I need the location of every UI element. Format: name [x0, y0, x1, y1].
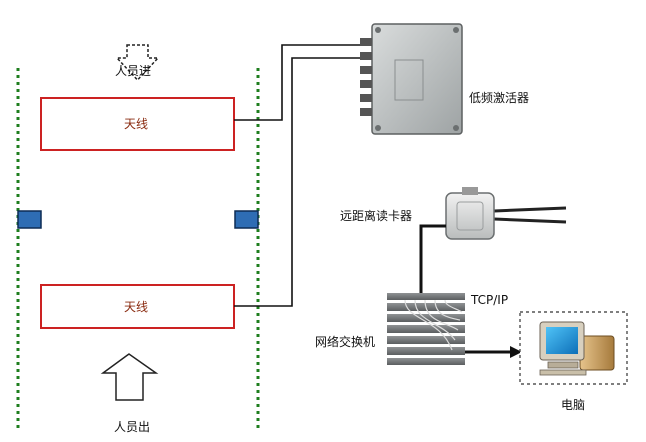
- reader-label: 远距离读卡器: [340, 209, 413, 223]
- antenna-top: [40, 97, 235, 151]
- people-in-label: 人员进: [115, 64, 152, 78]
- switch-device: [387, 293, 465, 365]
- cable-reader-switch: [419, 224, 446, 293]
- antenna-bottom: [40, 284, 235, 329]
- people-out-label: 人员出: [114, 420, 151, 434]
- activator-device: [360, 23, 463, 135]
- antenna-top-label: 天线: [124, 117, 149, 131]
- antenna-bottom-label: 天线: [124, 300, 149, 314]
- computer-label: 电脑: [561, 398, 586, 412]
- cable-top-antenna: [234, 44, 370, 121]
- people-in-arrow-icon: [115, 44, 160, 82]
- cable-bottom-antenna: [234, 57, 370, 307]
- people-out-arrow-icon: [100, 353, 159, 401]
- arrow-to-computer-icon: [510, 346, 522, 358]
- switch-label: 网络交换机: [315, 335, 376, 349]
- activator-label: 低频激活器: [469, 91, 530, 105]
- computer-icon: [539, 321, 615, 376]
- sensor-left: [17, 210, 42, 229]
- sensor-right: [234, 210, 259, 229]
- protocol-label: TCP/IP: [471, 293, 509, 307]
- reader-device: [445, 187, 567, 240]
